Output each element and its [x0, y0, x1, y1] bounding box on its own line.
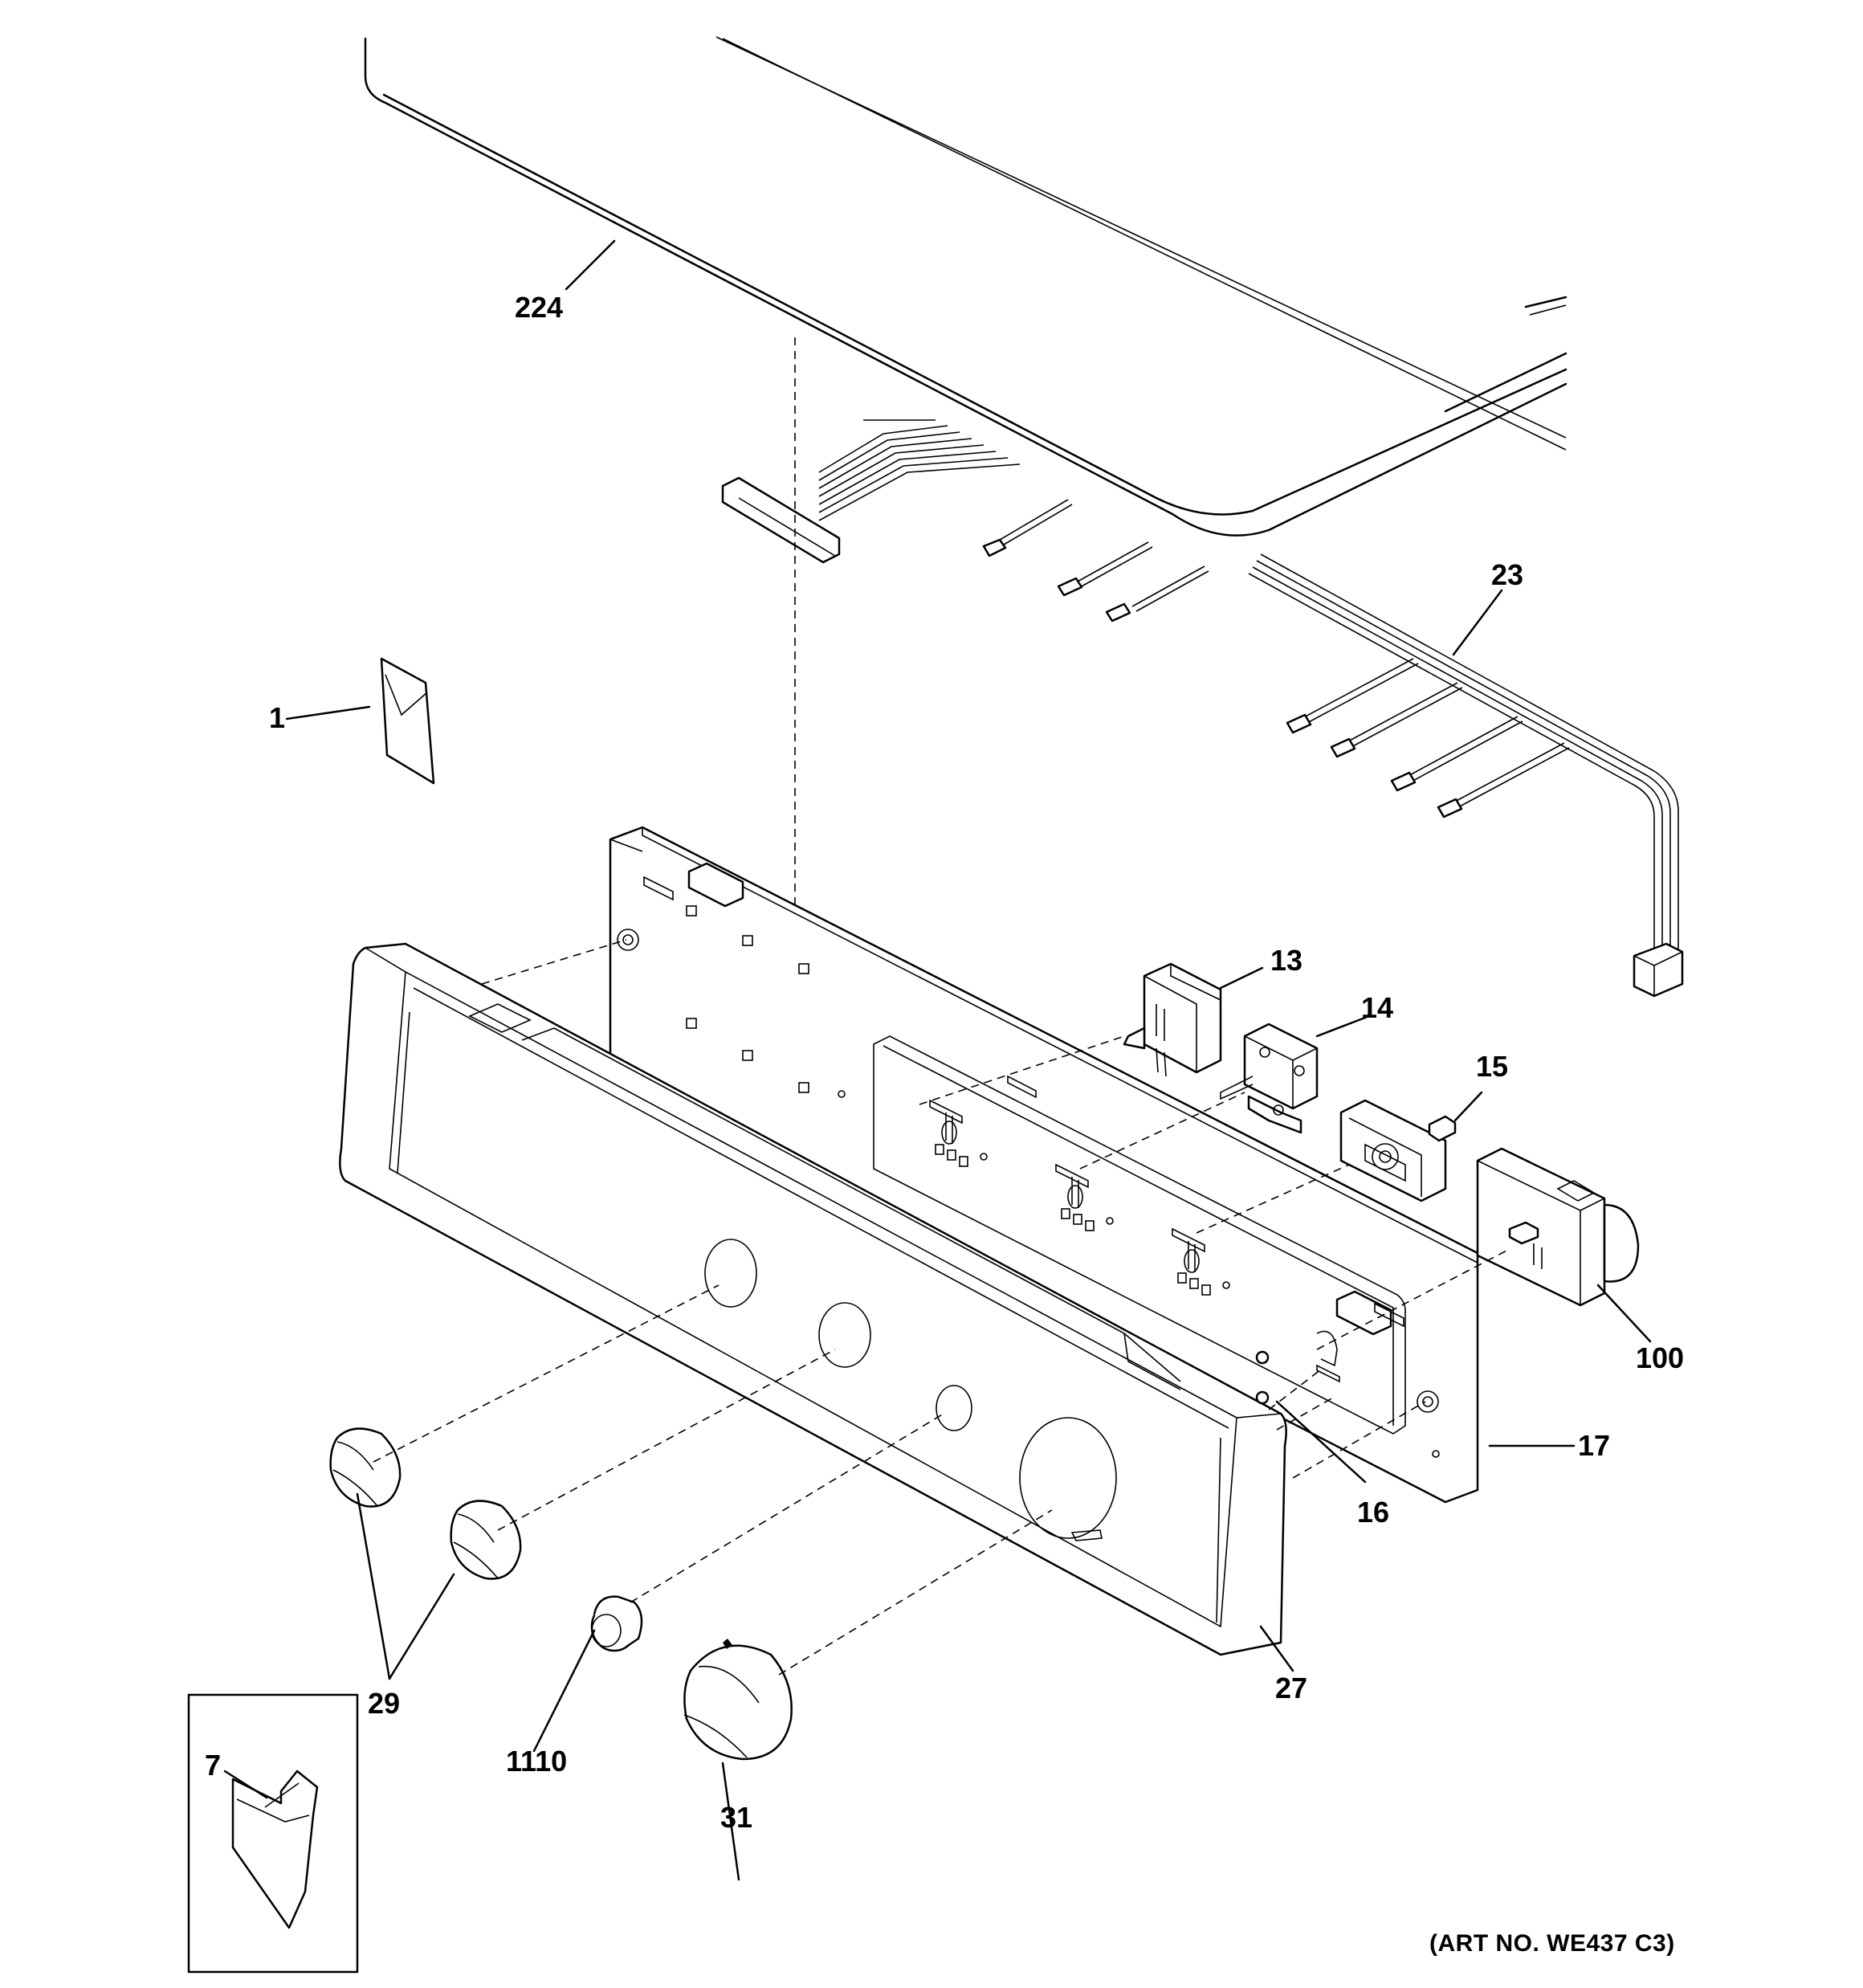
- callout-15: 15: [1476, 1050, 1509, 1083]
- callout-17: 17: [1578, 1429, 1611, 1462]
- callout-31: 31: [720, 1801, 753, 1834]
- literature-part: [380, 657, 435, 785]
- switch-15-part: [1339, 1099, 1457, 1202]
- callout-27: 27: [1275, 1672, 1308, 1704]
- assembly-lines: [373, 939, 1510, 1676]
- timer-100-part: [1476, 1147, 1640, 1307]
- art-number: (ART NO. WE437 C3): [1429, 1930, 1675, 1957]
- top-cover-part: [364, 36, 1567, 537]
- knob-29-b-part: [450, 1500, 522, 1580]
- callout-224: 224: [515, 291, 564, 324]
- callout-100: 100: [1636, 1341, 1685, 1374]
- wire-harness-23-part: [1248, 553, 1684, 998]
- inset-clip-7: [187, 1693, 359, 1974]
- callout-7: 7: [205, 1749, 222, 1782]
- callout-1110: 1110: [506, 1745, 568, 1778]
- screw-16-part: [1255, 1350, 1270, 1405]
- fascia-27-part: [339, 942, 1287, 1656]
- switch-13-part: [1123, 962, 1222, 1077]
- callout-13: 13: [1270, 944, 1303, 977]
- callout-1: 1: [269, 701, 286, 734]
- knob-29-a-part: [329, 1427, 402, 1508]
- bushing-1110-part: [590, 1595, 643, 1652]
- callout-23: 23: [1491, 558, 1524, 591]
- knob-31-part: [683, 1639, 793, 1761]
- callout-14: 14: [1361, 991, 1394, 1024]
- wire-harness-part: [721, 419, 1209, 623]
- switch-14-part: [1220, 1023, 1319, 1134]
- callout-29: 29: [368, 1687, 401, 1720]
- callout-16: 16: [1357, 1496, 1390, 1529]
- leader-lines: [223, 239, 1652, 1881]
